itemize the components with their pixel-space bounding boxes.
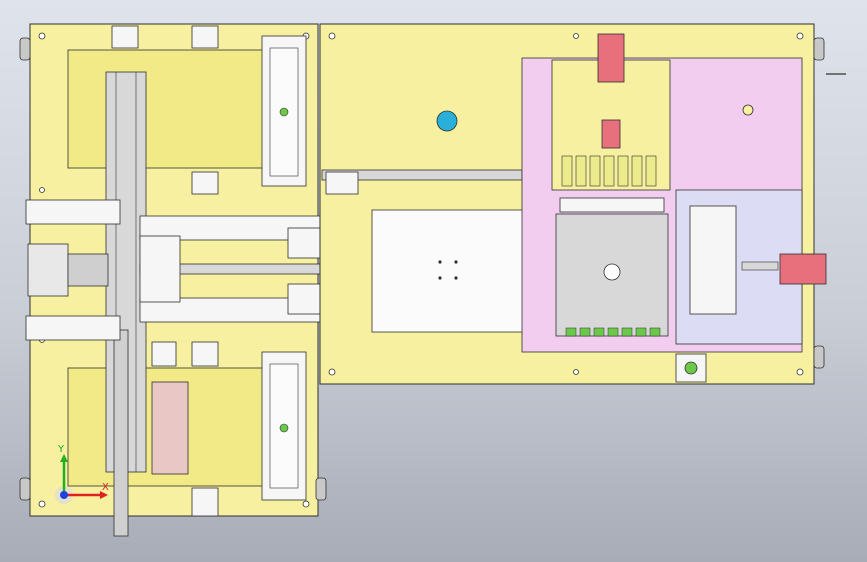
pusher-bracket xyxy=(151,341,177,367)
push-rod-end xyxy=(325,171,359,195)
gripper-bar xyxy=(559,197,665,213)
lower-brackets xyxy=(191,341,219,517)
fixture-contacts xyxy=(565,327,661,337)
side-slide-block xyxy=(689,205,737,315)
carriage-holes xyxy=(438,260,458,280)
stepper-motor xyxy=(27,243,69,297)
motor-coupling xyxy=(67,253,109,287)
yellow-marker xyxy=(742,104,754,116)
top-cylinder xyxy=(597,33,625,83)
blue-marker xyxy=(436,110,458,132)
lower-clamp-sensor xyxy=(279,423,289,433)
vertical-rod xyxy=(113,329,129,537)
triad-y-label: Y xyxy=(57,444,65,455)
triad-x-label: X xyxy=(102,482,109,493)
left-motor-mount-bottom xyxy=(25,315,121,341)
left-motor-mount-top xyxy=(25,199,121,225)
gripper-fingers xyxy=(561,155,657,187)
carriage-plate xyxy=(371,209,525,333)
right-side-bumpers xyxy=(813,37,825,369)
right-plate-holes xyxy=(328,32,804,376)
slider-block-left xyxy=(139,235,181,303)
upper-tray xyxy=(67,49,269,169)
upper-clamp-sensor xyxy=(279,107,289,117)
left-side-bumpers xyxy=(19,37,327,501)
start-button[interactable] xyxy=(684,361,698,375)
side-rod xyxy=(741,261,779,271)
middle-cylinder xyxy=(601,119,621,149)
side-cylinder xyxy=(779,253,827,285)
pusher-block xyxy=(151,381,189,475)
coordinate-triad-icon: X Y xyxy=(55,444,109,504)
lower-clamp-inner xyxy=(269,363,299,489)
